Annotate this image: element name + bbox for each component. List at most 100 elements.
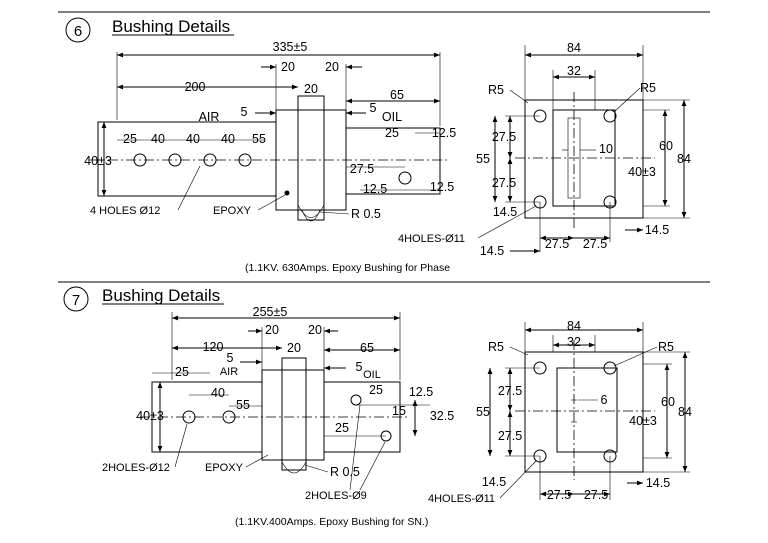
inner-frame — [556, 367, 618, 453]
section-number-circle — [65, 17, 91, 43]
section-number: 6 — [74, 23, 82, 40]
dim-20b: 20 — [308, 323, 322, 337]
pitch-40: 40 — [211, 386, 225, 400]
label-r0-5: R 0.5 — [351, 207, 381, 221]
dim-40-3: 40±3 — [84, 154, 112, 168]
dim-200: 200 — [185, 80, 206, 94]
label-air: AIR — [199, 110, 220, 124]
dim-b27-5b: 27.5 — [584, 488, 608, 502]
dim-84: 84 — [567, 41, 581, 55]
dim-5a: 5 — [241, 105, 248, 119]
outer-plate — [524, 99, 644, 219]
label-r5a: R5 — [488, 340, 504, 354]
dim-10: 10 — [599, 142, 613, 156]
hole — [182, 410, 196, 424]
dim-20a: 20 — [281, 60, 295, 74]
dim-r32-5: 32.5 — [430, 409, 454, 423]
hole — [603, 109, 617, 123]
label-2holes-9: 2HOLES-Ø9 — [305, 490, 367, 502]
dim-40-3: 40±3 — [629, 414, 657, 428]
dim-55: 55 — [476, 405, 490, 419]
dim-6: 6 — [601, 393, 608, 407]
dim-40-3: 40±3 — [628, 165, 656, 179]
dim-60: 60 — [659, 139, 673, 153]
dim-32: 32 — [567, 335, 581, 349]
dim-r12-5b: 12.5 — [363, 182, 387, 196]
dim-20a: 20 — [265, 323, 279, 337]
dim-r12-5a: 12.5 — [432, 126, 456, 140]
side-view: 255±5 120 20 20 20 65 5 5 AIR OIL 25 40 … — [102, 305, 454, 502]
dim-20b: 20 — [325, 60, 339, 74]
dim-120: 120 — [203, 340, 224, 354]
front-view: 84 32 R5 R5 55 27.5 27.5 6 60 — [428, 319, 692, 505]
pitch-40b: 40 — [186, 132, 200, 146]
pitch-55: 55 — [236, 398, 250, 412]
dim-84v: 84 — [678, 405, 692, 419]
dim-5b: 5 — [356, 360, 363, 374]
oil-flange — [345, 127, 441, 195]
dim-b14-5b: 14.5 — [480, 244, 504, 258]
hole — [168, 153, 182, 167]
dim-overall: 255±5 — [253, 305, 288, 319]
front-view: 84 32 R5 R5 27.5 55 27.5 10 60 — [398, 41, 691, 258]
pitch-55: 55 — [252, 132, 266, 146]
label-oil: OIL — [382, 110, 402, 124]
epoxy-body — [261, 369, 325, 461]
dim-r25a: 25 — [369, 383, 383, 397]
dim-27-5b: 27.5 — [492, 176, 516, 190]
hole — [203, 153, 217, 167]
dim-r12-5: 12.5 — [409, 385, 433, 399]
dim-r15: 15 — [392, 404, 406, 418]
label-air: AIR — [220, 366, 238, 378]
section-number-circle — [63, 286, 89, 312]
dim-r25b: 25 — [335, 421, 349, 435]
hole — [398, 171, 412, 185]
label-oil: OIL — [363, 369, 381, 381]
dim-27-5a: 27.5 — [498, 384, 522, 398]
dim-20c: 20 — [287, 341, 301, 355]
label-r5b: R5 — [640, 81, 656, 95]
dim-b27-5b: 27.5 — [583, 237, 607, 251]
dim-r27-5: 27.5 — [350, 162, 374, 176]
dim-40-3: 40±3 — [136, 409, 164, 423]
label-epoxy: EPOXY — [213, 205, 252, 217]
label-r0-5: R 0.5 — [330, 465, 360, 479]
section-number: 7 — [72, 292, 80, 309]
hole — [133, 153, 147, 167]
pitch-25: 25 — [175, 365, 189, 379]
label-4holes-11: 4HOLES-Ø11 — [428, 493, 495, 505]
section-6: 6 Bushing Details 335±5 200 — [58, 11, 710, 274]
dim-27-5a: 27.5 — [492, 130, 516, 144]
dim-65: 65 — [390, 88, 404, 102]
label-4holes-11: 4HOLES-Ø11 — [398, 233, 465, 245]
dim-55: 55 — [476, 152, 490, 166]
dim-r12-5b-end: 12.5 — [430, 180, 454, 194]
dim-5a: 5 — [227, 351, 234, 365]
dim-overall: 335±5 — [273, 40, 308, 54]
caption: (1.1KV.400Amps. Epoxy Bushing for SN.) — [235, 516, 428, 528]
dim-20c: 20 — [304, 82, 318, 96]
hole — [350, 394, 362, 406]
label-r5a: R5 — [488, 83, 504, 97]
section-title: Bushing Details — [112, 17, 230, 36]
side-view: 335±5 200 20 20 20 65 5 5 AIR OIL 25 40 … — [84, 40, 456, 222]
pitch-40a: 40 — [151, 132, 165, 146]
dim-65: 65 — [360, 341, 374, 355]
dim-14-5a: 14.5 — [482, 475, 506, 489]
dim-60: 60 — [661, 395, 675, 409]
pitch-40c: 40 — [221, 132, 235, 146]
dim-84v: 84 — [677, 152, 691, 166]
dim-b14-5a: 14.5 — [645, 223, 669, 237]
label-r5b: R5 — [658, 340, 674, 354]
dim-32: 32 — [567, 64, 581, 78]
dim-r25: 25 — [385, 126, 399, 140]
hole — [603, 361, 617, 375]
label-2holes-12: 2HOLES-Ø12 — [102, 462, 170, 474]
dim-b27-5a: 27.5 — [547, 488, 571, 502]
caption: (1.1KV. 630Amps. Epoxy Bushing for Phase — [245, 262, 450, 274]
dim-14-5a: 14.5 — [493, 205, 517, 219]
hole — [238, 153, 252, 167]
pitch-25: 25 — [123, 132, 137, 146]
label-epoxy: EPOXY — [205, 462, 244, 474]
